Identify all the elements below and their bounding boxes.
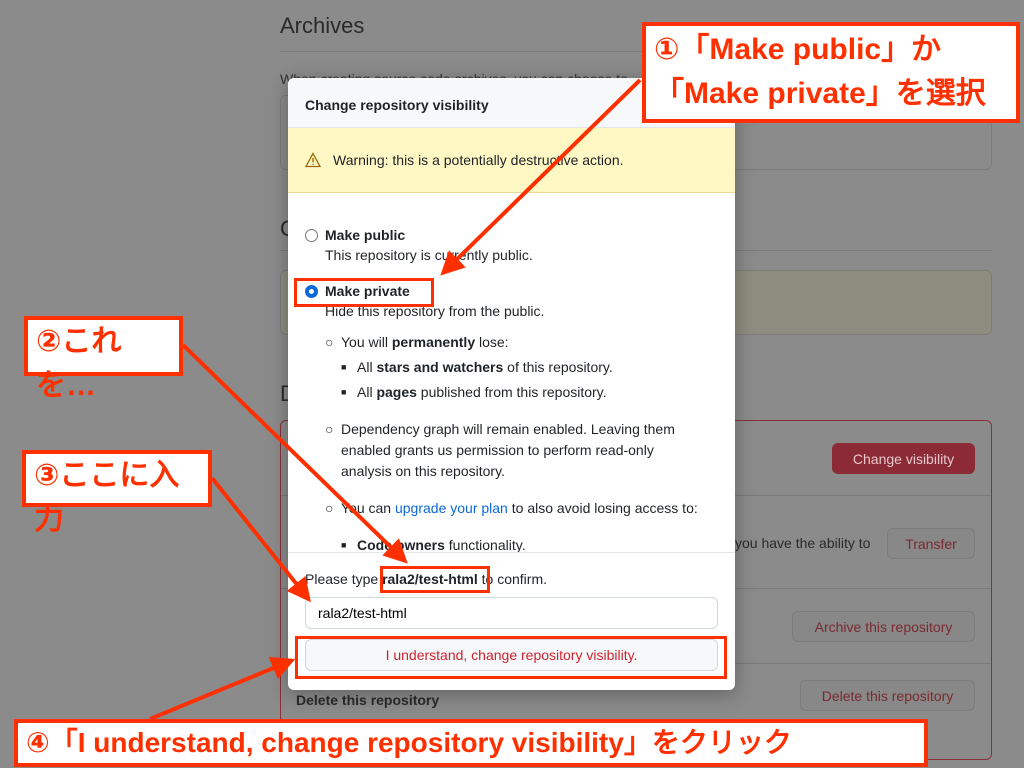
annotation-step2: ②これを… (24, 316, 183, 402)
consequences: ○You will permanently lose: ■All stars a… (305, 332, 718, 552)
option-desc: Hide this repository from the public. (325, 303, 545, 319)
visibility-dialog: Change repository visibility Warning: th… (288, 78, 735, 690)
arrow-step3 (210, 476, 311, 603)
delete-button[interactable]: Delete this repository (800, 680, 975, 711)
transfer-button[interactable]: Transfer (887, 528, 975, 559)
radio-private[interactable] (305, 285, 318, 298)
bullet-icon: ■ (341, 362, 347, 372)
warning-icon (305, 152, 321, 168)
annotation-step1-line1: ①「Make public」か (654, 33, 942, 66)
option-label: Make private (325, 283, 410, 299)
change-visibility-button[interactable]: Change visibility (832, 443, 975, 474)
annotation-step3: ③ここに入力 (22, 450, 212, 536)
divider (280, 51, 992, 52)
archive-button[interactable]: Archive this repository (792, 611, 975, 642)
annotation-step4: ④「I understand, change repository visibi… (14, 719, 928, 767)
highlight-repo-name (380, 566, 490, 593)
dialog-body[interactable]: Make public This repository is currently… (288, 193, 735, 552)
option-make-private[interactable]: Make private Hide this repository from t… (305, 281, 718, 321)
annotation-step1-line2: 「Make private」を選択 (654, 77, 986, 110)
dialog-footer: Please type rala2/test-html to confirm. … (288, 552, 735, 690)
annotation-step1: ①「Make public」か「Make private」を選択 (642, 22, 1020, 123)
delete-label: Delete this repository (296, 692, 440, 708)
bullet-icon: ○ (325, 421, 334, 437)
arrow-step4 (149, 657, 296, 721)
dependency-note: ○Dependency graph will remain enabled. L… (325, 421, 675, 479)
arrow-step1 (440, 78, 642, 276)
arrow-step2 (181, 343, 408, 564)
option-desc: This repository is currently public. (325, 247, 533, 263)
upgrade-plan-link[interactable]: upgrade your plan (394, 500, 508, 516)
archives-heading: Archives (280, 13, 365, 38)
highlight-confirm-button (295, 636, 727, 679)
list-item: ■All pages published from this repositor… (341, 384, 607, 400)
option-label: Make public (325, 227, 406, 243)
bullet-icon: ○ (325, 334, 334, 350)
warning-text: Warning: this is a potentially destructi… (333, 152, 624, 168)
warning-banner: Warning: this is a potentially destructi… (288, 128, 735, 193)
transfer-text: you have the ability to (735, 535, 871, 551)
bullet-icon: ○ (325, 500, 334, 516)
confirm-instruction: Please type rala2/test-html to confirm. (305, 571, 548, 587)
bullet-icon: ■ (341, 387, 347, 397)
option-make-public[interactable]: Make public This repository is currently… (305, 225, 718, 265)
confirm-change-visibility-button[interactable]: I understand, change repository visibili… (305, 639, 718, 671)
lose-intro: ○You will permanently lose: (325, 334, 509, 350)
radio-public[interactable] (305, 229, 318, 242)
confirm-repo-name-input[interactable] (305, 597, 718, 629)
list-item: ■All stars and watchers of this reposito… (341, 359, 613, 375)
highlight-make-private (294, 278, 434, 307)
bullet-icon: ■ (341, 540, 347, 550)
